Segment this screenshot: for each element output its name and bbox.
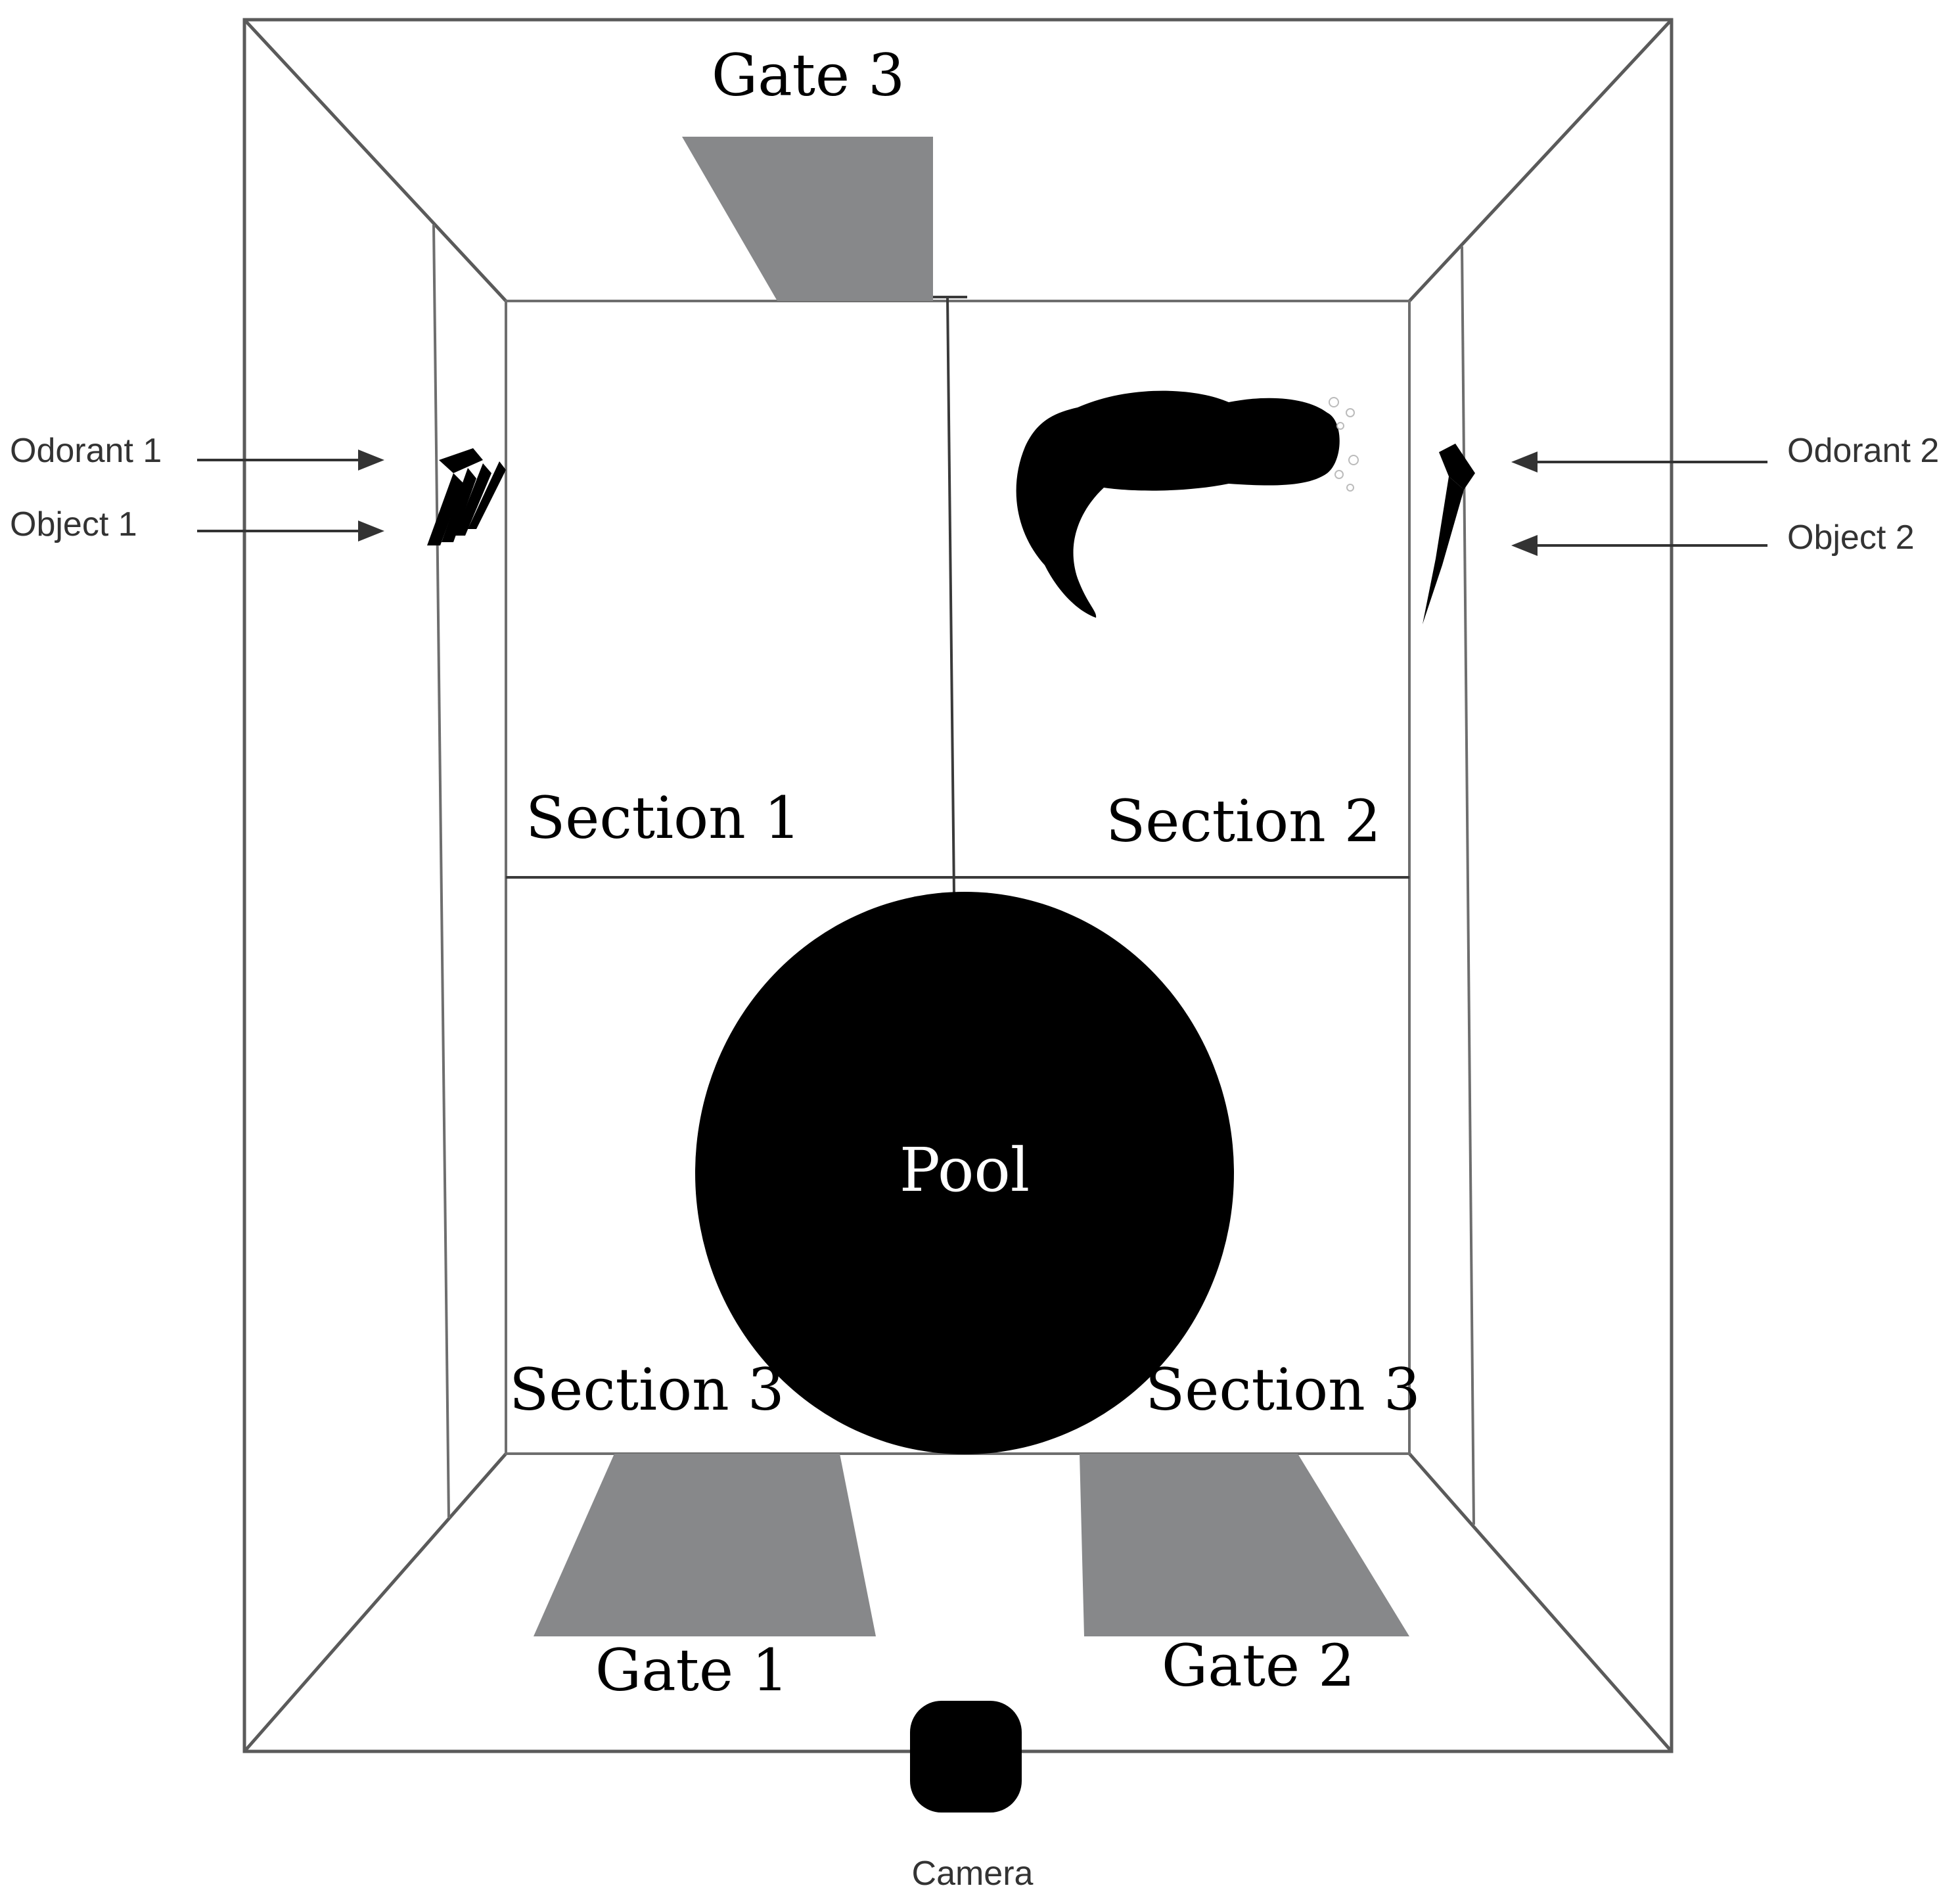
section-3-left-label: Section 3 [509, 1356, 785, 1423]
object-2-label: Object 2 [1787, 519, 1915, 557]
salamander-silhouette [1016, 390, 1340, 618]
perspective-top-right [1408, 18, 1673, 302]
odorant-1-label: Odorant 1 [10, 432, 162, 470]
left-side-wall-edge [432, 224, 450, 1519]
object-1-arrow [197, 520, 384, 542]
object-1-shape [427, 448, 506, 545]
section-2-label: Section 2 [1106, 787, 1381, 855]
gate-2-label: Gate 2 [1162, 1632, 1355, 1699]
perspective-bottom-right [1408, 1452, 1673, 1753]
section-3-right-label: Section 3 [1145, 1356, 1421, 1423]
odorant-2-label: Odorant 2 [1787, 432, 1939, 470]
perspective-top-left [243, 18, 507, 302]
camera-label: Camera [912, 1855, 1034, 1893]
gate-1-label: Gate 1 [595, 1636, 788, 1704]
pool-circle [695, 892, 1234, 1454]
section-1-label: Section 1 [526, 784, 801, 852]
odorant-1-arrow [197, 450, 384, 471]
pool-label: Pool [900, 1135, 1030, 1205]
gate-3-label: Gate 3 [712, 41, 905, 109]
perspective-bottom-left [243, 1452, 507, 1753]
gate-1-panel [534, 1454, 876, 1636]
object-2-arrow [1511, 535, 1767, 556]
gate-3-panel [682, 137, 933, 301]
object-2-shape [1423, 444, 1475, 624]
camera-icon [910, 1701, 1022, 1813]
outer-wall [242, 18, 1674, 1753]
salamander-bubbles [1329, 397, 1359, 492]
vertical-divider [946, 296, 955, 894]
gate-2-panel [1080, 1454, 1409, 1636]
object-1-label: Object 1 [10, 505, 137, 543]
right-side-wall-edge [1461, 246, 1475, 1525]
odorant-2-arrow [1511, 451, 1767, 473]
